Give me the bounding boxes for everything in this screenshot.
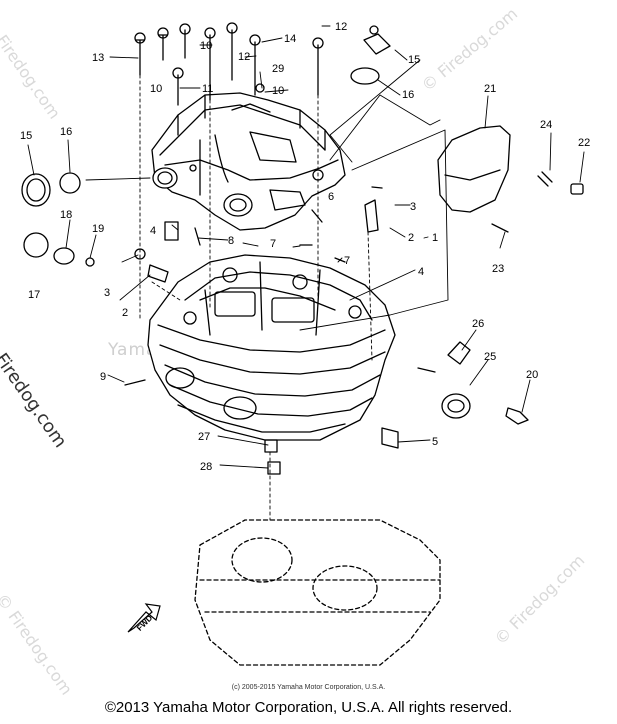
- callout-12: 12: [335, 21, 347, 33]
- callout-5: 5: [432, 436, 438, 448]
- callout-10: 10: [272, 85, 284, 97]
- diagram-copyright-small: (c) 2005-2015 Yamaha Motor Corporation, …: [231, 684, 386, 691]
- callout-1: 1: [432, 232, 438, 244]
- callout-20: 20: [526, 369, 538, 381]
- callout-3: 3: [104, 287, 110, 299]
- callout-17: 17: [28, 289, 40, 301]
- callout-3: 3: [410, 201, 416, 213]
- front-arrow: FWD: [127, 603, 161, 633]
- tappet-cover: [437, 125, 511, 213]
- callout-15: 15: [20, 130, 32, 142]
- callout-22: 22: [578, 137, 590, 149]
- callout-13: 13: [92, 52, 104, 64]
- callout-21: 21: [484, 83, 496, 95]
- cylinder-outline: [194, 519, 441, 666]
- callout-28: 28: [200, 461, 212, 473]
- callout-11: 11: [202, 83, 213, 95]
- callout-10: 10: [150, 83, 162, 95]
- callout-18: 18: [60, 209, 72, 221]
- leader-lines: [27, 25, 585, 469]
- guide-lines: [139, 74, 373, 521]
- callout-4: 4: [418, 266, 424, 278]
- callout-7: 7: [344, 255, 350, 267]
- small-parts: [124, 171, 584, 475]
- callout-25: 25: [484, 351, 496, 363]
- callout-15: 15: [408, 54, 420, 66]
- copyright-footer: ©2013 Yamaha Motor Corporation, U.S.A. A…: [104, 699, 513, 716]
- callout-24: 24: [540, 119, 552, 131]
- cylinder-head: [147, 254, 396, 441]
- callout-4: 4: [150, 225, 156, 237]
- callout-23: 23: [492, 263, 504, 275]
- callout-12: 12: [238, 51, 250, 63]
- callout-26: 26: [472, 318, 484, 330]
- head-cover: [151, 92, 346, 231]
- callout-7: 7: [270, 238, 276, 250]
- callout-14: 14: [284, 33, 296, 45]
- callout-16: 16: [60, 126, 72, 138]
- callout-8: 8: [228, 235, 234, 247]
- callout-29: 29: [272, 63, 284, 75]
- callout-9: 9: [100, 371, 106, 383]
- callout-16: 16: [402, 89, 414, 101]
- callout-numbers: 13 10 10 10 12 12 14 29 11 15 16 15 16 2…: [20, 21, 590, 473]
- callout-6: 6: [328, 191, 334, 203]
- callout-2: 2: [122, 307, 128, 319]
- caps-and-orings: [21, 25, 391, 267]
- callout-19: 19: [92, 223, 104, 235]
- callout-10: 10: [200, 40, 212, 52]
- cover-bolts: [134, 22, 324, 106]
- callout-27: 27: [198, 431, 210, 443]
- callout-2: 2: [408, 232, 414, 244]
